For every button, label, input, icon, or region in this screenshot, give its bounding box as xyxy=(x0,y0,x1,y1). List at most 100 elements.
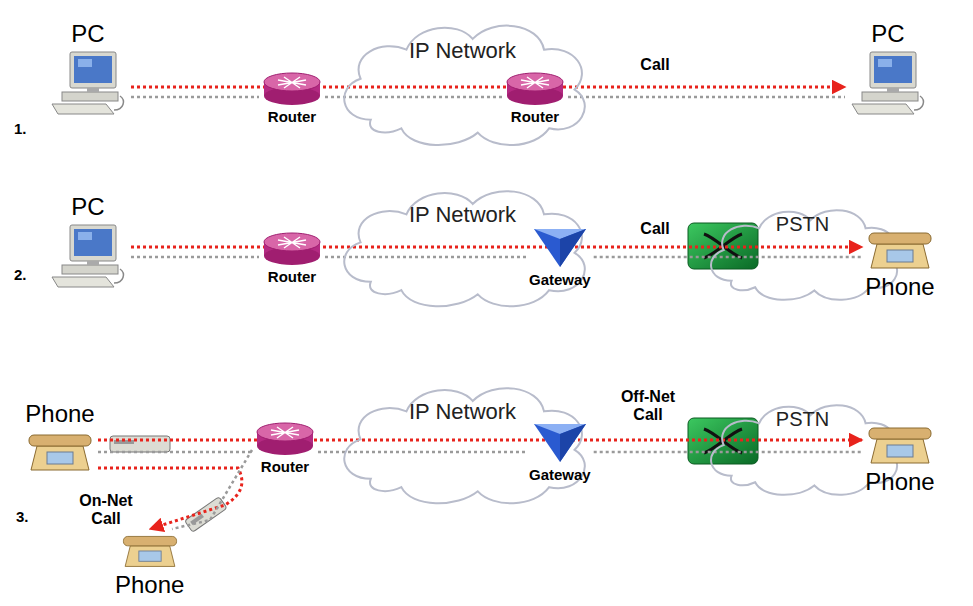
scenario-number: 3. xyxy=(16,508,29,525)
drawing-part xyxy=(507,73,563,91)
device-label: Gateway xyxy=(529,467,591,482)
call-path xyxy=(131,86,845,89)
drawing-part xyxy=(74,229,112,256)
network-link xyxy=(325,256,526,259)
gateway-icon xyxy=(532,420,588,464)
pc-device: PC xyxy=(48,195,128,293)
phone-icon xyxy=(120,532,180,570)
device-label: Router xyxy=(261,459,309,474)
router-device: Router xyxy=(262,72,322,124)
device-label: Router xyxy=(268,269,316,284)
call-label: Call xyxy=(620,220,690,238)
drawing-part xyxy=(264,73,320,91)
drawing-part xyxy=(139,551,161,561)
drawing-part xyxy=(560,424,586,462)
drawing-part xyxy=(278,237,306,248)
drawing-part xyxy=(74,56,112,83)
device-label: Phone xyxy=(115,573,184,597)
phone-device: Phone xyxy=(115,532,184,597)
router-icon xyxy=(262,72,322,106)
drawing-part xyxy=(123,536,176,545)
phone-icon xyxy=(865,423,935,467)
drawing-part xyxy=(521,77,549,88)
pc-icon xyxy=(48,50,128,120)
device-label: Router xyxy=(511,109,559,124)
phone-device: Phone xyxy=(865,423,935,494)
drawing-part xyxy=(70,52,116,88)
drawing-part xyxy=(62,92,118,101)
drawing-part xyxy=(114,96,123,110)
drawing-part xyxy=(278,77,306,88)
ip-phone-adapter xyxy=(110,436,170,452)
drawing-part xyxy=(264,233,320,251)
phone-device: Phone xyxy=(25,402,95,474)
network-link xyxy=(568,96,845,99)
drawing-part xyxy=(852,104,914,114)
drawing-part xyxy=(52,104,114,114)
device-label: Gateway xyxy=(529,272,591,287)
phone-device: Phone xyxy=(865,228,935,299)
cloud-label: PSTN xyxy=(700,409,905,429)
gateway-device: Gateway xyxy=(529,420,591,482)
drawing-part xyxy=(914,96,923,110)
drawing-part xyxy=(871,439,929,463)
router-icon xyxy=(262,232,322,266)
device-label: Phone xyxy=(25,402,94,426)
drawing-part xyxy=(31,446,89,470)
drawing-part xyxy=(78,232,92,240)
scenario-number: 2. xyxy=(14,266,27,283)
network-link xyxy=(594,451,862,454)
pc-device: PC xyxy=(48,22,128,120)
drawing-part xyxy=(52,277,114,287)
pc-device: PC xyxy=(848,22,928,120)
drawing-part xyxy=(560,229,586,267)
drawing-part xyxy=(878,59,892,67)
phone-icon xyxy=(25,430,95,474)
phone-icon xyxy=(865,228,935,272)
call-label: Off-Net Call xyxy=(613,388,683,424)
drawing-part xyxy=(29,435,91,446)
network-link xyxy=(172,450,252,529)
drawing-part xyxy=(257,423,313,441)
drawing-part xyxy=(271,427,299,438)
scenario-number: 1. xyxy=(14,120,27,137)
call-path xyxy=(98,439,862,442)
device-label: PC xyxy=(71,22,104,46)
pc-icon xyxy=(848,50,928,120)
call-label: On-Net Call xyxy=(71,492,141,528)
drawing-part xyxy=(862,92,918,101)
cloud-label: IP Network xyxy=(330,40,595,62)
network-link xyxy=(131,96,259,99)
drawing-part xyxy=(871,244,929,268)
drawing-part xyxy=(87,261,99,265)
cloud-label: PSTN xyxy=(700,214,905,234)
drawing-part xyxy=(78,59,92,67)
router-icon xyxy=(505,72,565,106)
drawing-part xyxy=(114,269,123,283)
device-label: Phone xyxy=(865,470,934,494)
drawing-part xyxy=(869,428,931,439)
drawing-part xyxy=(874,56,912,83)
call-label: Call xyxy=(620,56,690,74)
drawing-part xyxy=(70,225,116,261)
drawing-part xyxy=(534,424,586,462)
network-link xyxy=(594,256,862,259)
router-device: Router xyxy=(505,72,565,124)
router-device: Router xyxy=(262,232,322,284)
device-label: Router xyxy=(268,109,316,124)
pc-icon xyxy=(48,223,128,293)
drawing-part xyxy=(887,250,913,262)
drawing-part xyxy=(87,88,99,92)
network-link xyxy=(325,96,502,99)
router-icon xyxy=(255,422,315,456)
gateway-icon xyxy=(532,225,588,269)
drawing-part xyxy=(47,452,73,464)
device-label: PC xyxy=(71,195,104,219)
drawing-part xyxy=(62,265,118,274)
cloud-label: IP Network xyxy=(330,401,595,423)
call-path xyxy=(131,246,862,249)
drawing-part xyxy=(869,233,931,244)
drawing-part xyxy=(534,229,586,267)
